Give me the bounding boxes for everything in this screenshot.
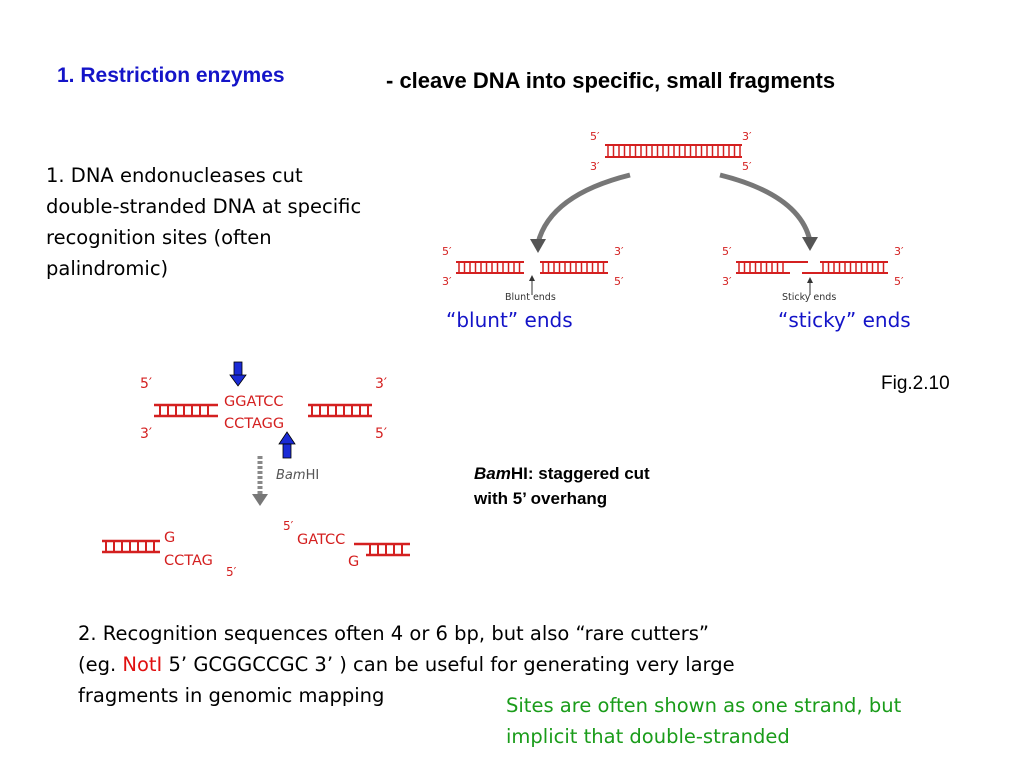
strand-note: Sites are often shown as one strand, but… bbox=[506, 694, 902, 748]
svg-text:Sticky ends: Sticky ends bbox=[782, 292, 836, 303]
svg-text:3′: 3′ bbox=[894, 245, 904, 258]
sticky-ends-label: “sticky” ends bbox=[778, 308, 911, 332]
sticky-ends-diagram: 5′ 3′ 3′ 5′ Sticky ends bbox=[722, 245, 904, 303]
svg-text:Blunt ends: Blunt ends bbox=[505, 292, 556, 303]
right-fragment: 5′ GATCC G bbox=[283, 519, 410, 570]
svg-text:GGATCC: GGATCC bbox=[224, 394, 284, 410]
svg-text:G: G bbox=[348, 554, 359, 570]
uncut-dna: 5′ 3′ 3′ 5′ bbox=[590, 130, 752, 173]
svg-text:5′: 5′ bbox=[283, 519, 294, 533]
blunt-arrow bbox=[535, 172, 631, 244]
svg-text:3′: 3′ bbox=[614, 245, 624, 258]
point-2-line-3: fragments in genomic mapping bbox=[78, 684, 385, 707]
bamhi-site-dna: 5′ 3′ 3′ 5′ GGATCC CCTAGG bbox=[140, 376, 387, 442]
slide-title: 1. Restriction enzymes bbox=[57, 64, 285, 87]
svg-text:5′: 5′ bbox=[722, 245, 732, 258]
svg-text:3′: 3′ bbox=[742, 130, 752, 143]
slide-subtitle: - cleave DNA into specific, small fragme… bbox=[386, 68, 836, 93]
svg-text:5′: 5′ bbox=[140, 376, 152, 392]
svg-text:5′: 5′ bbox=[590, 130, 600, 143]
svg-text:3′: 3′ bbox=[375, 376, 387, 392]
blunt-sticky-figure: 5′ 3′ 3′ 5′ 5′ 3′ 3′ 5′ Blunt ends 5′ 3′… bbox=[442, 130, 904, 303]
figure-reference: Fig.2.10 bbox=[881, 373, 950, 394]
svg-text:5′: 5′ bbox=[226, 565, 237, 579]
cut-site-arrow-top bbox=[229, 361, 247, 387]
point-2-line-2: (eg. NotI 5’ GCGGCCGC 3’ ) can be useful… bbox=[78, 653, 735, 676]
svg-text:CCTAGG: CCTAGG bbox=[224, 416, 284, 432]
bamhi-enzyme-label: BamHI bbox=[276, 468, 319, 483]
svg-text:5′: 5′ bbox=[614, 275, 624, 288]
noti-enzyme-name: NotI bbox=[122, 653, 163, 676]
bamhi-figure: 5′ 3′ 3′ 5′ GGATCC CCTAGG BamHI G CCTAG … bbox=[102, 361, 410, 579]
svg-text:3′: 3′ bbox=[722, 275, 732, 288]
svg-text:5′: 5′ bbox=[442, 245, 452, 258]
svg-text:3′: 3′ bbox=[140, 426, 152, 442]
svg-text:5′: 5′ bbox=[742, 160, 752, 173]
bamhi-caption: BamHI: staggered cut with 5’ overhang bbox=[474, 464, 650, 508]
cut-site-arrow-bottom bbox=[278, 431, 296, 459]
sticky-arrow bbox=[719, 172, 813, 242]
svg-text:G: G bbox=[164, 530, 175, 546]
svg-text:3′: 3′ bbox=[442, 275, 452, 288]
svg-text:CCTAG: CCTAG bbox=[164, 553, 213, 569]
blunt-ends-label: “blunt” ends bbox=[446, 308, 573, 332]
point-1-text: 1. DNA endonucleases cut double-stranded… bbox=[46, 164, 362, 280]
blunt-ends-diagram: 5′ 3′ 3′ 5′ Blunt ends bbox=[442, 245, 624, 303]
svg-text:5′: 5′ bbox=[894, 275, 904, 288]
svg-text:5′: 5′ bbox=[375, 426, 387, 442]
point-2-text: 2. Recognition sequences often 4 or 6 bp… bbox=[78, 618, 918, 711]
point-2-line-1: 2. Recognition sequences often 4 or 6 bp… bbox=[78, 622, 709, 645]
left-fragment: G CCTAG 5′ bbox=[102, 530, 237, 579]
svg-text:GATCC: GATCC bbox=[297, 532, 345, 548]
svg-text:3′: 3′ bbox=[590, 160, 600, 173]
